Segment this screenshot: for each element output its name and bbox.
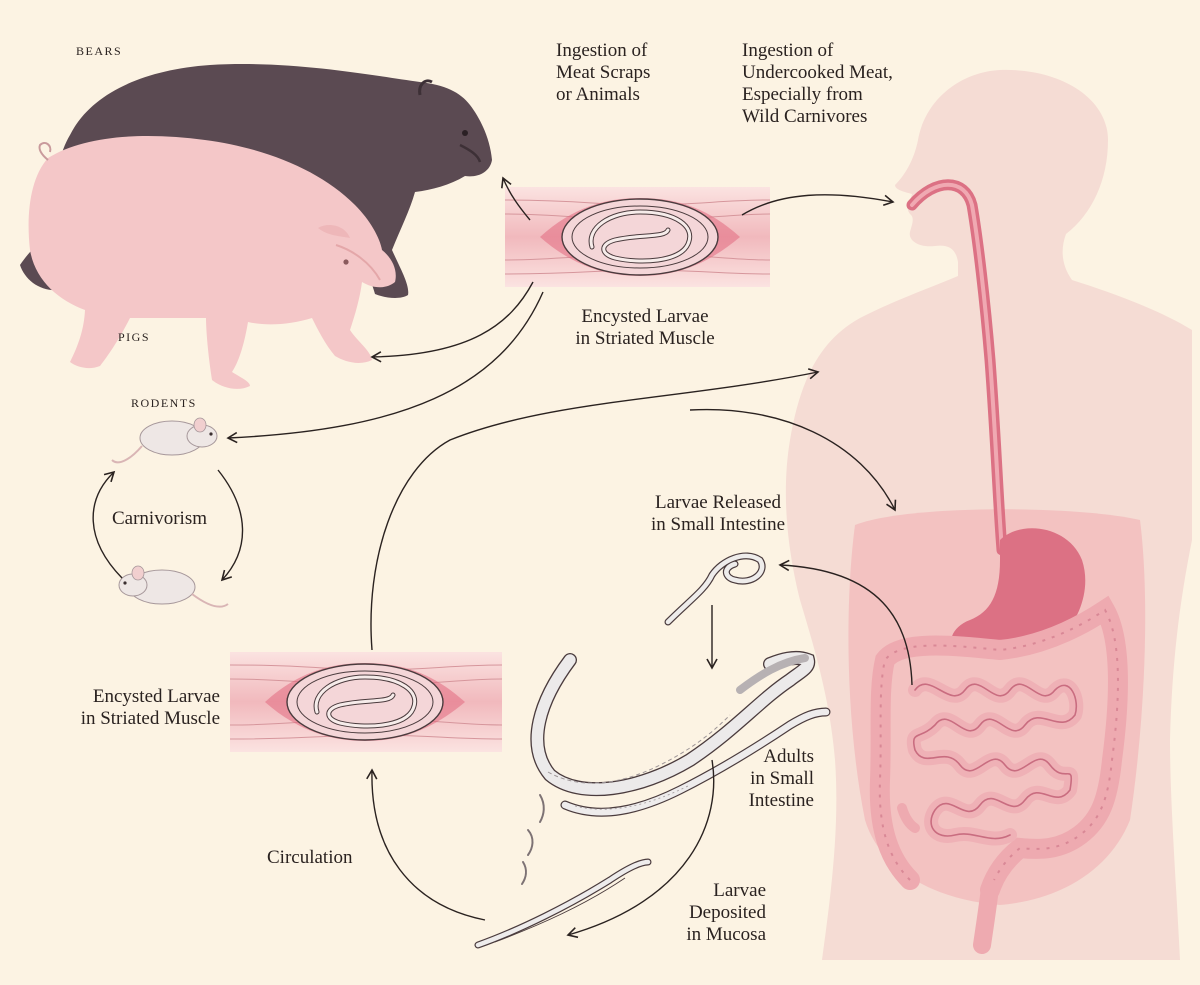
arrow-cyst-to-human [741,194,895,216]
bears-label: BEARS [76,44,123,58]
pig-illustration [28,135,396,389]
deposited-larvae [474,794,652,949]
pigs-label: PIGS [118,330,151,344]
rodents-label: RODENTS [131,396,197,410]
ingestion-scraps-label: Ingestion of Meat Scraps or Animals [556,40,651,105]
rodent-bottom [118,565,229,608]
adults-label: Adults in Small Intestine [748,746,814,811]
larvae-released-label: Larvae Released in Small Intestine [650,492,786,535]
cycle-arrows [92,176,913,939]
circulation-label: Circulation [267,847,353,868]
arrow-circulation-to-gut [689,408,897,512]
rodent-top [111,417,218,464]
released-larva [664,552,766,626]
encysted-larvae-left-label: Encysted Larvae in Striated Muscle [80,686,220,729]
rectum [973,879,999,954]
large-intestine [869,595,1128,900]
arrow-carnivorism-up [92,470,123,579]
digestive-tract [848,179,1146,954]
carnivorism-label: Carnivorism [112,508,207,529]
stomach [951,528,1086,655]
arrow-gut-to-released [778,559,913,686]
arrow-adults-to-deposited [566,759,715,939]
larvae-deposited-label: Larvae Deposited in Mucosa [686,880,766,945]
muscle-cyst-left [229,652,503,752]
arrow-carnivorism-down [217,469,244,582]
arrow-circulation-to-human [370,368,820,651]
muscle-cyst-top [504,187,771,287]
ingestion-undercooked-label: Ingestion of Undercooked Meat, Especiall… [742,40,893,127]
adult-worm-male [560,707,831,817]
arrow-cyst-to-pig [370,281,534,363]
arrow-cyst-to-bear [501,176,531,221]
encysted-larvae-top-label: Encysted Larvae in Striated Muscle [575,306,715,349]
arrow-cyst-to-rodent [226,291,544,444]
adult-worm-female [530,650,816,797]
arrow-deposited-to-cyst [366,768,486,921]
